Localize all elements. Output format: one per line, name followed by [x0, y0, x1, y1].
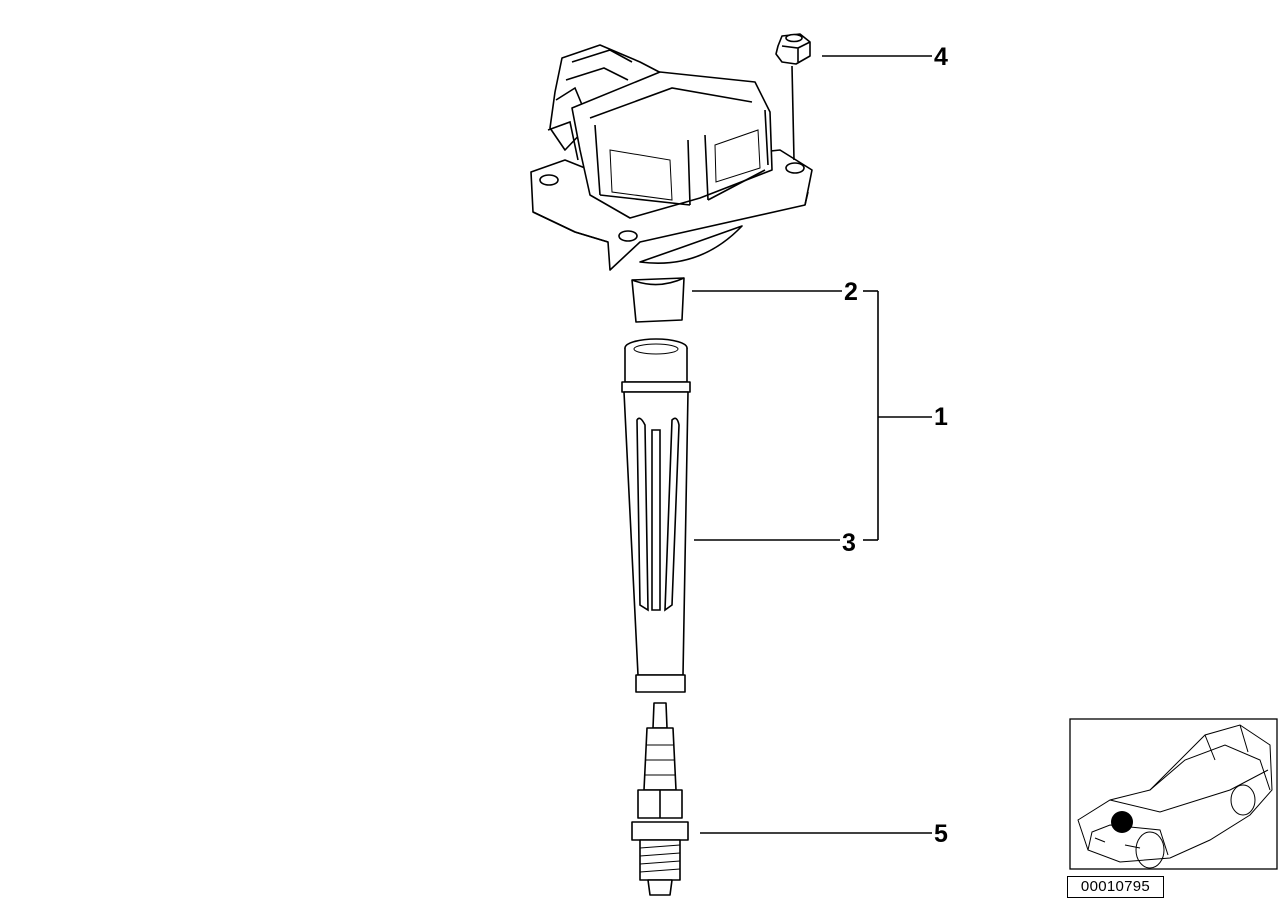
location-marker [1111, 811, 1133, 833]
callout-3: 3 [842, 529, 856, 557]
callout-2: 2 [844, 278, 858, 306]
ignition-coil [530, 44, 813, 323]
spark-plug [631, 702, 689, 896]
hex-nut [775, 33, 811, 161]
callout-1: 1 [934, 403, 948, 431]
vehicle-locator-thumbnail [1069, 718, 1278, 870]
diagram-reference-number: 00010795 [1067, 876, 1164, 898]
callout-5: 5 [934, 820, 948, 848]
callout-4: 4 [934, 43, 948, 71]
spark-plug-connector [621, 338, 691, 693]
leader-lines [692, 55, 932, 834]
